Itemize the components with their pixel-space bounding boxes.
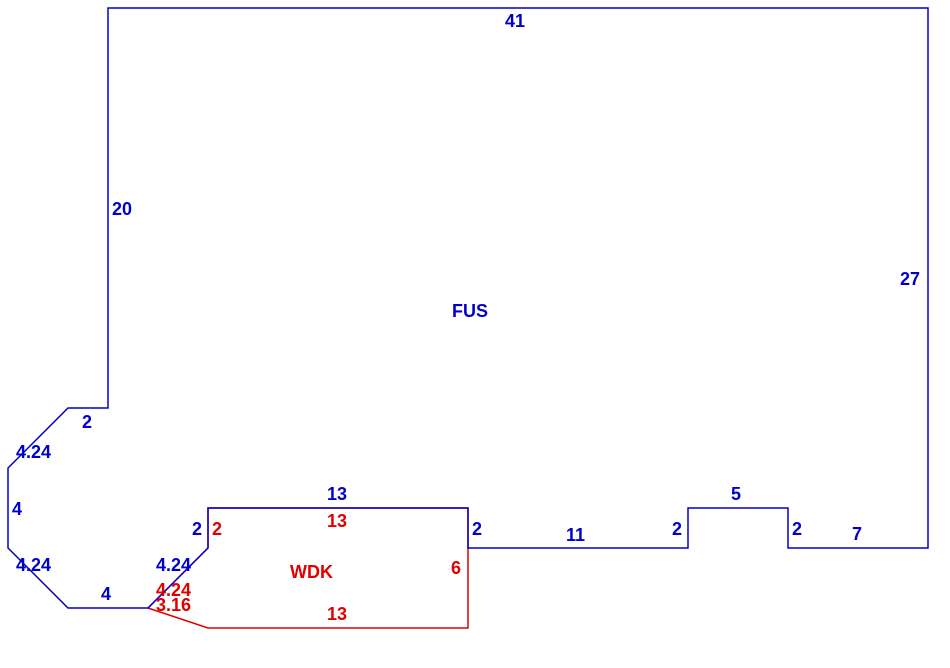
- wdk-edge-right: 6: [451, 558, 461, 578]
- fus-edge-diag-upper-left: 4.24: [16, 442, 51, 462]
- fus-edge-top: 41: [505, 11, 525, 31]
- fus-edge-bottom-left: 4: [101, 584, 111, 604]
- fus-edge-step: 2: [82, 412, 92, 432]
- wdk-edge-diag-top: 4.24: [156, 580, 191, 600]
- fus-edge-notch-top: 13: [327, 484, 347, 504]
- fus-edge-bottom-right: 7: [852, 524, 862, 544]
- wdk-edge-diag-bottom: 3.16: [156, 595, 191, 615]
- wdk-label: WDK: [290, 562, 333, 582]
- fus-edge-notch-right: 2: [472, 519, 482, 539]
- fus-outline[interactable]: [7, 7, 929, 609]
- wdk-edge-bottom: 13: [327, 604, 347, 624]
- fus-edge-bump-top: 5: [731, 484, 741, 504]
- fus-edge-left: 4: [12, 499, 22, 519]
- fus-edge-upper-left: 20: [112, 199, 132, 219]
- fus-edge-bottom-mid: 11: [566, 525, 585, 545]
- fus-edge-notch-left: 2: [192, 519, 202, 539]
- wdk-edge-left: 2: [212, 519, 222, 539]
- fus-edge-bump-left: 2: [672, 519, 682, 539]
- fus-label: FUS: [452, 301, 488, 321]
- fus-edge-bump-right: 2: [792, 519, 802, 539]
- fus-edge-right: 27: [900, 269, 920, 289]
- fus-edge-diag-lower-right: 4.24: [156, 555, 191, 575]
- wdk-edge-top: 13: [327, 511, 347, 531]
- fus-edge-diag-lower-left: 4.24: [16, 555, 51, 575]
